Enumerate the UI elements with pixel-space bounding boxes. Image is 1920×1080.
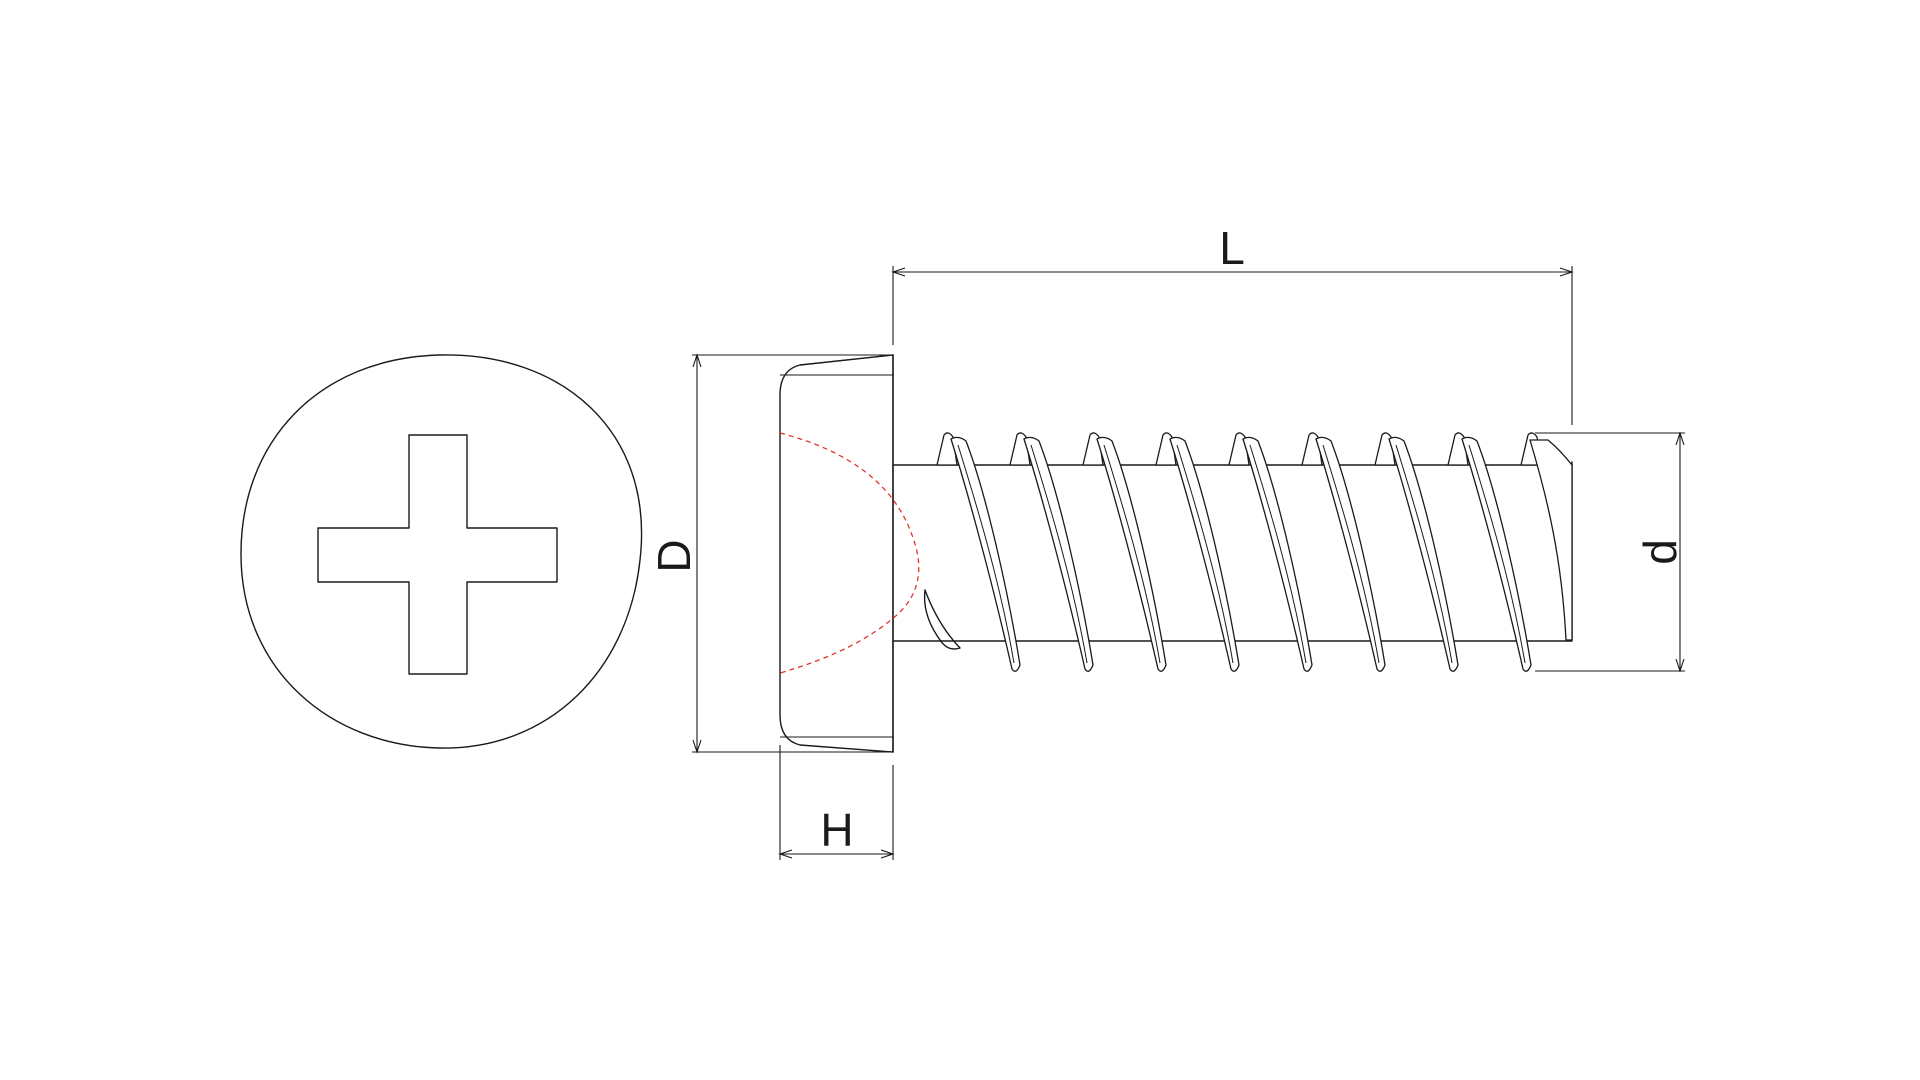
thread-flank-inner	[1176, 444, 1234, 664]
head-side-view	[779, 354, 920, 753]
thread-flank-inner	[1395, 444, 1453, 664]
thread-flank-inner	[1030, 444, 1088, 664]
thread-flank	[1388, 436, 1459, 672]
dimension-head-height: H	[778, 745, 895, 860]
thread-flank	[1023, 436, 1094, 672]
thread-flank	[1169, 436, 1240, 672]
thread-start-lead	[923, 589, 961, 650]
thread-flank	[1242, 436, 1313, 672]
thread-diameter-arrow-top	[1675, 431, 1685, 446]
phillips-cross-icon	[317, 434, 558, 675]
thread-flank-inner	[957, 444, 1015, 664]
height-arrow-left	[778, 849, 793, 859]
head-side-outline	[779, 354, 894, 753]
length-arrow-left	[891, 267, 906, 277]
diameter-arrow-top	[692, 353, 702, 368]
diameter-arrow-bottom	[692, 739, 702, 754]
thread-diameter-arrow-bottom	[1675, 658, 1685, 673]
head-top-face	[799, 354, 894, 366]
thread-group	[936, 432, 1573, 672]
length-arrow-right	[1559, 267, 1574, 277]
head-top-view	[240, 354, 643, 749]
height-arrow-right	[880, 849, 895, 859]
thread-flank	[1461, 436, 1532, 672]
thread-flank-inner	[1468, 444, 1526, 664]
thread-flank	[1315, 436, 1386, 672]
dimension-length: L	[891, 222, 1574, 425]
thread-flank-inner	[1249, 444, 1307, 664]
thread-flank	[950, 436, 1021, 672]
thread-flank	[1096, 436, 1167, 672]
length-label: L	[1219, 222, 1245, 274]
dimension-thread-diameter: d	[1535, 431, 1686, 673]
dimension-head-diameter: D	[648, 353, 893, 754]
thread-tip	[1529, 439, 1573, 641]
head-height-label: H	[820, 804, 853, 856]
head-diameter-label: D	[648, 539, 700, 572]
thread-flank-inner	[1103, 444, 1161, 664]
thread-flank-inner	[1322, 444, 1380, 664]
recess-hidden-line	[779, 432, 920, 674]
head-top-outline	[240, 354, 643, 749]
thread-diameter-label: d	[1634, 539, 1686, 565]
